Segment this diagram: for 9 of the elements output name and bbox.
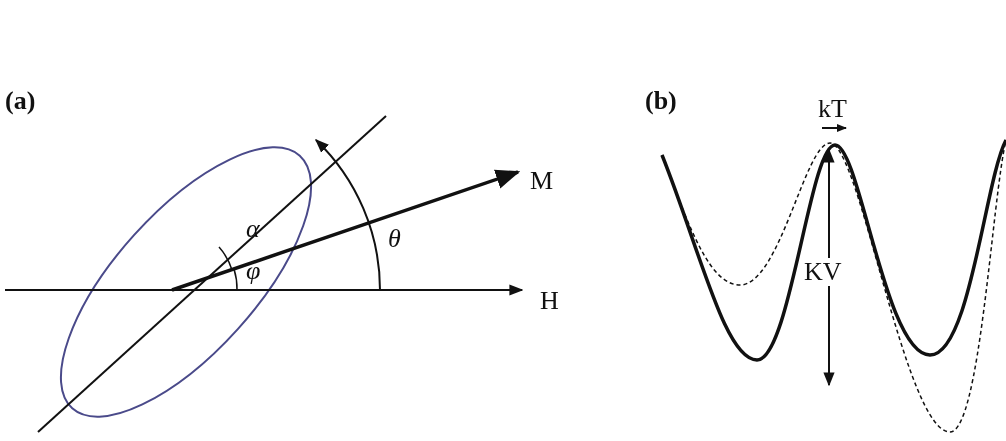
barrier-energy-label: KV [804, 258, 842, 286]
panel-label: (b) [645, 88, 677, 114]
magnetization-label: M [530, 168, 554, 194]
angle-label: α [246, 216, 260, 242]
angle-label: θ [388, 226, 401, 252]
angle-label: φ [246, 258, 261, 284]
panel-label: (a) [5, 88, 36, 114]
field-label: H [540, 288, 559, 314]
thermal-energy-label: kT [818, 96, 847, 122]
